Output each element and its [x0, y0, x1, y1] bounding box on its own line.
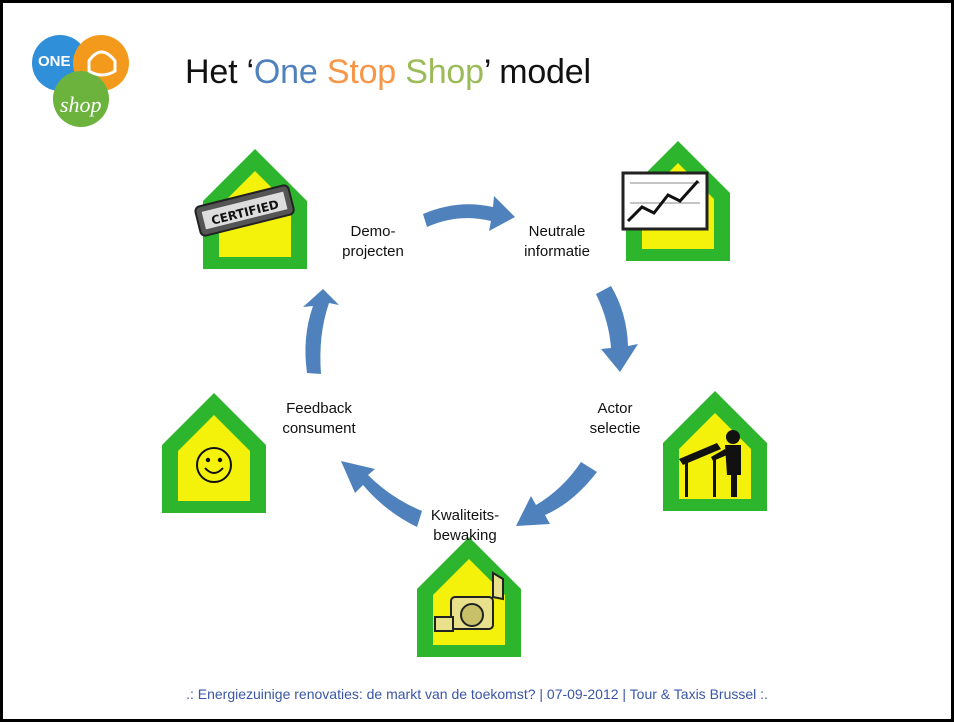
house-demo-projecten: CERTIFIED	[194, 149, 307, 269]
step-label-actor-selectie: Actor selectie	[579, 399, 651, 439]
title-word-stop: Stop	[326, 53, 396, 91]
certified-stamp-icon: CERTIFIED	[194, 184, 295, 237]
step-label-feedback-consument: Feedback consument	[271, 399, 367, 439]
title-prefix: Het ‘	[185, 53, 254, 91]
arrow-info-to-actor	[596, 286, 638, 372]
step-label-kwaliteitsbewaking: Kwaliteits- bewaking	[417, 506, 513, 546]
cycle-arrows	[303, 196, 638, 527]
arrow-feedback-to-demo	[303, 289, 339, 374]
step-label-line1: Feedback	[286, 400, 352, 417]
step-label-line2: consument	[282, 420, 356, 437]
house-kwaliteitsbewaking	[417, 537, 521, 657]
chart-board-icon	[621, 171, 709, 231]
step-label-neutrale-informatie: Neutrale informatie	[511, 222, 603, 262]
title-word-shop: Shop	[405, 53, 484, 91]
house-neutrale-informatie	[621, 141, 730, 261]
one-stop-shop-logo: ONE shop	[32, 35, 129, 127]
title-word-one: One	[253, 53, 318, 91]
footer-text: .: Energiezuinige renovaties: de markt v…	[186, 686, 768, 702]
step-label-line2: projecten	[342, 243, 404, 260]
step-label-line2: bewaking	[433, 527, 497, 544]
step-label-line1: Neutrale	[528, 223, 586, 240]
page-title: Het ‘One Stop Shop’ model	[185, 53, 591, 92]
step-label-line1: Actor	[597, 400, 633, 417]
svg-text:ONE: ONE	[38, 53, 71, 70]
arrow-actor-to-quality	[516, 462, 597, 526]
step-label-line1: Demo-	[350, 223, 396, 240]
house-feedback-consument	[162, 393, 266, 513]
step-label-demo-projecten: Demo- projecten	[334, 222, 412, 262]
arrow-quality-to-feedback	[341, 461, 422, 527]
step-label-line2: selectie	[589, 420, 641, 437]
svg-text:shop: shop	[60, 92, 102, 117]
smiley-icon	[196, 447, 232, 483]
step-label-line2: informatie	[524, 243, 590, 260]
house-actor-selectie	[663, 391, 767, 511]
camera-icon	[434, 571, 504, 632]
step-label-line1: Kwaliteits-	[430, 507, 500, 524]
arrow-demo-to-info	[423, 196, 515, 231]
architect-drafting-icon	[679, 430, 741, 497]
title-suffix: ’ model	[483, 53, 591, 91]
cycle-diagram: CERTIFIED	[162, 141, 767, 657]
